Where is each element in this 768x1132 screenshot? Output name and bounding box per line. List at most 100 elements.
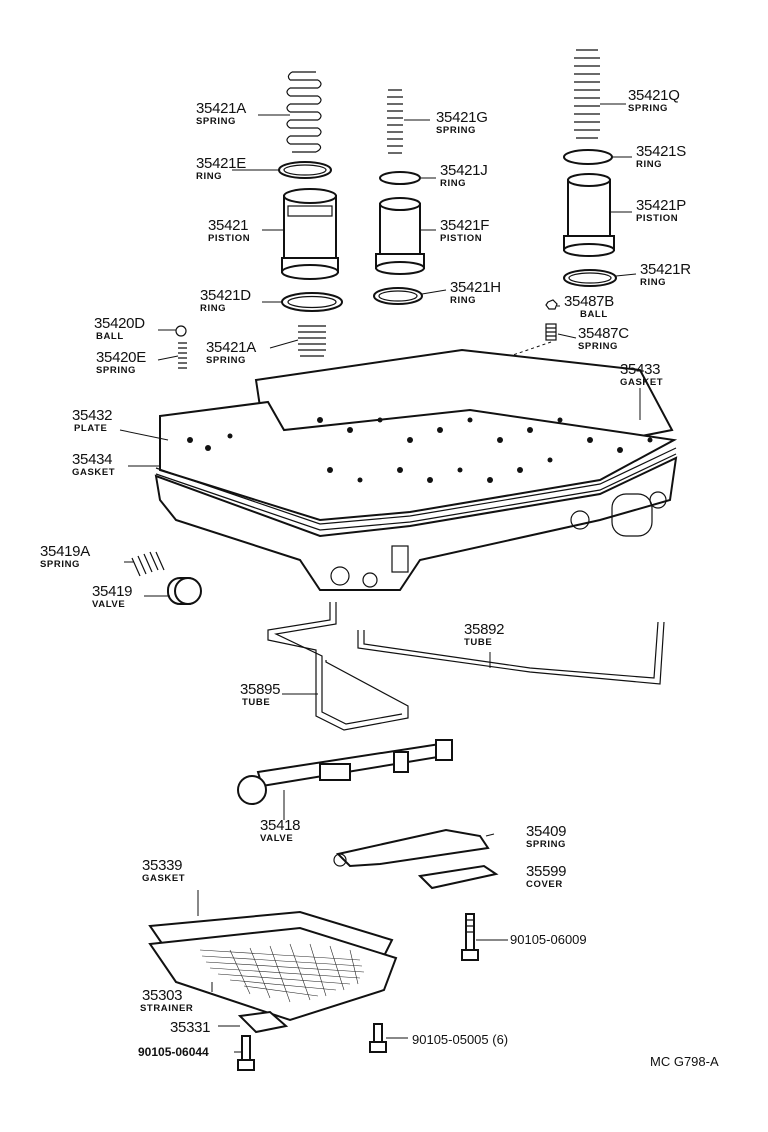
svg-text:35421E: 35421E <box>196 155 246 172</box>
callout-35419A: 35419A SPRING <box>40 543 91 570</box>
svg-text:35487C: 35487C <box>578 325 629 342</box>
svg-text:90105-06009: 90105-06009 <box>510 932 587 947</box>
piston-35421F <box>375 197 425 275</box>
svg-text:35599: 35599 <box>526 863 566 880</box>
svg-text:35418: 35418 <box>260 817 300 834</box>
svg-text:35421F: 35421F <box>440 217 489 234</box>
ball-35420D <box>175 325 187 337</box>
tube-35892 <box>357 621 665 685</box>
svg-text:35434: 35434 <box>72 451 112 468</box>
valve-35418 <box>237 739 453 805</box>
tube-35895 <box>267 602 409 731</box>
svg-text:BALL: BALL <box>580 309 608 320</box>
svg-text:35421P: 35421P <box>636 197 686 214</box>
bracket-35331 <box>237 1010 289 1034</box>
svg-text:TUBE: TUBE <box>242 697 270 708</box>
svg-text:35419A: 35419A <box>40 543 90 560</box>
ring-35421J <box>379 171 421 185</box>
svg-text:RING: RING <box>440 178 466 189</box>
svg-text:RING: RING <box>450 295 476 306</box>
callout-35421D: 35421D RING <box>200 287 252 314</box>
bolt-90105-06044 <box>237 1035 255 1071</box>
svg-text:SPRING: SPRING <box>578 341 618 352</box>
callout-35421A-upper: 35421A SPRING <box>196 100 247 127</box>
svg-text:35339: 35339 <box>142 857 182 874</box>
spring-35421G <box>387 89 403 154</box>
callout-35421: 35421 PISTION <box>208 217 250 244</box>
callout-35895: 35895 TUBE <box>240 681 281 708</box>
diagram-code: MC G798-A <box>650 1054 719 1069</box>
callout-35419: 35419 VALVE <box>92 583 133 610</box>
callout-90105-06009: 90105-06009 <box>510 932 587 947</box>
callout-35418: 35418 VALVE <box>260 817 301 844</box>
svg-text:COVER: COVER <box>526 879 563 890</box>
callout-35421G: 35421G SPRING <box>436 109 488 136</box>
svg-text:35421G: 35421G <box>436 109 488 126</box>
svg-text:SPRING: SPRING <box>40 559 80 570</box>
callout-35421J: 35421J RING <box>440 162 488 189</box>
callout-35421H: 35421H RING <box>450 279 501 306</box>
svg-text:35421A: 35421A <box>196 100 246 117</box>
svg-text:35409: 35409 <box>526 823 566 840</box>
svg-text:35421R: 35421R <box>640 261 691 278</box>
spring-35419A <box>131 551 165 577</box>
bolt-90105-05005 <box>369 1023 387 1053</box>
svg-text:35420D: 35420D <box>94 315 145 332</box>
ball-35487B <box>545 299 558 310</box>
callout-35421F: 35421F PISTION <box>440 217 490 244</box>
svg-text:35421J: 35421J <box>440 162 487 179</box>
callout-35331: 35331 <box>170 1019 211 1036</box>
svg-text:RING: RING <box>640 277 666 288</box>
svg-text:TUBE: TUBE <box>464 637 492 648</box>
spring-35421Q <box>574 49 600 139</box>
callout-35434: 35434 GASKET <box>72 451 115 478</box>
svg-text:35331: 35331 <box>170 1019 210 1036</box>
svg-text:35303: 35303 <box>142 987 182 1004</box>
callout-35421A-lower: 35421A SPRING <box>206 339 257 366</box>
svg-text:35419: 35419 <box>92 583 132 600</box>
svg-text:VALVE: VALVE <box>92 599 125 610</box>
svg-text:35433: 35433 <box>620 361 660 378</box>
valve-body <box>154 456 678 591</box>
strainer-35303 <box>148 926 398 1022</box>
callout-35303: 35303 STRAINER <box>140 987 193 1014</box>
svg-text:PISTION: PISTION <box>208 233 250 244</box>
piston-35421 <box>281 188 339 280</box>
callout-35421S: 35421S RING <box>636 143 687 170</box>
svg-text:35421Q: 35421Q <box>628 87 680 104</box>
callout-35432: 35432 PLATE <box>72 407 113 434</box>
svg-text:35432: 35432 <box>72 407 112 424</box>
callout-35421R: 35421R RING <box>640 261 692 288</box>
svg-text:RING: RING <box>636 159 662 170</box>
callout-35420E: 35420E SPRING <box>96 349 147 376</box>
svg-text:VALVE: VALVE <box>260 833 293 844</box>
svg-text:GASKET: GASKET <box>620 377 663 388</box>
callout-90105-05005: 90105-05005 (6) <box>412 1032 508 1047</box>
svg-text:SPRING: SPRING <box>436 125 476 136</box>
callout-35487B: 35487B BALL <box>564 293 615 320</box>
svg-text:SPRING: SPRING <box>206 355 246 366</box>
svg-text:RING: RING <box>200 303 226 314</box>
spring-35487C <box>545 323 557 341</box>
callout-35599: 35599 COVER <box>526 863 567 890</box>
plate-35432 <box>159 400 678 522</box>
svg-text:GASKET: GASKET <box>72 467 115 478</box>
callout-90105-06044: 90105-06044 <box>138 1045 209 1059</box>
valve-35419 <box>167 577 202 605</box>
svg-text:35421: 35421 <box>208 217 248 234</box>
callout-35420D: 35420D BALL <box>94 315 146 342</box>
svg-text:PISTION: PISTION <box>636 213 678 224</box>
gasket-35434 <box>155 447 677 531</box>
svg-text:35421A: 35421A <box>206 339 256 356</box>
spring-35420E <box>178 342 187 369</box>
spring-35421A-lower <box>298 325 326 357</box>
svg-text:RING: RING <box>196 171 222 182</box>
svg-text:SPRING: SPRING <box>526 839 566 850</box>
callout-35892: 35892 TUBE <box>464 621 505 648</box>
svg-text:35421S: 35421S <box>636 143 686 160</box>
bolt-90105-06009 <box>461 913 479 961</box>
svg-text:90105-06044: 90105-06044 <box>138 1045 209 1059</box>
svg-text:35487B: 35487B <box>564 293 614 310</box>
spring-35409 <box>333 828 490 868</box>
